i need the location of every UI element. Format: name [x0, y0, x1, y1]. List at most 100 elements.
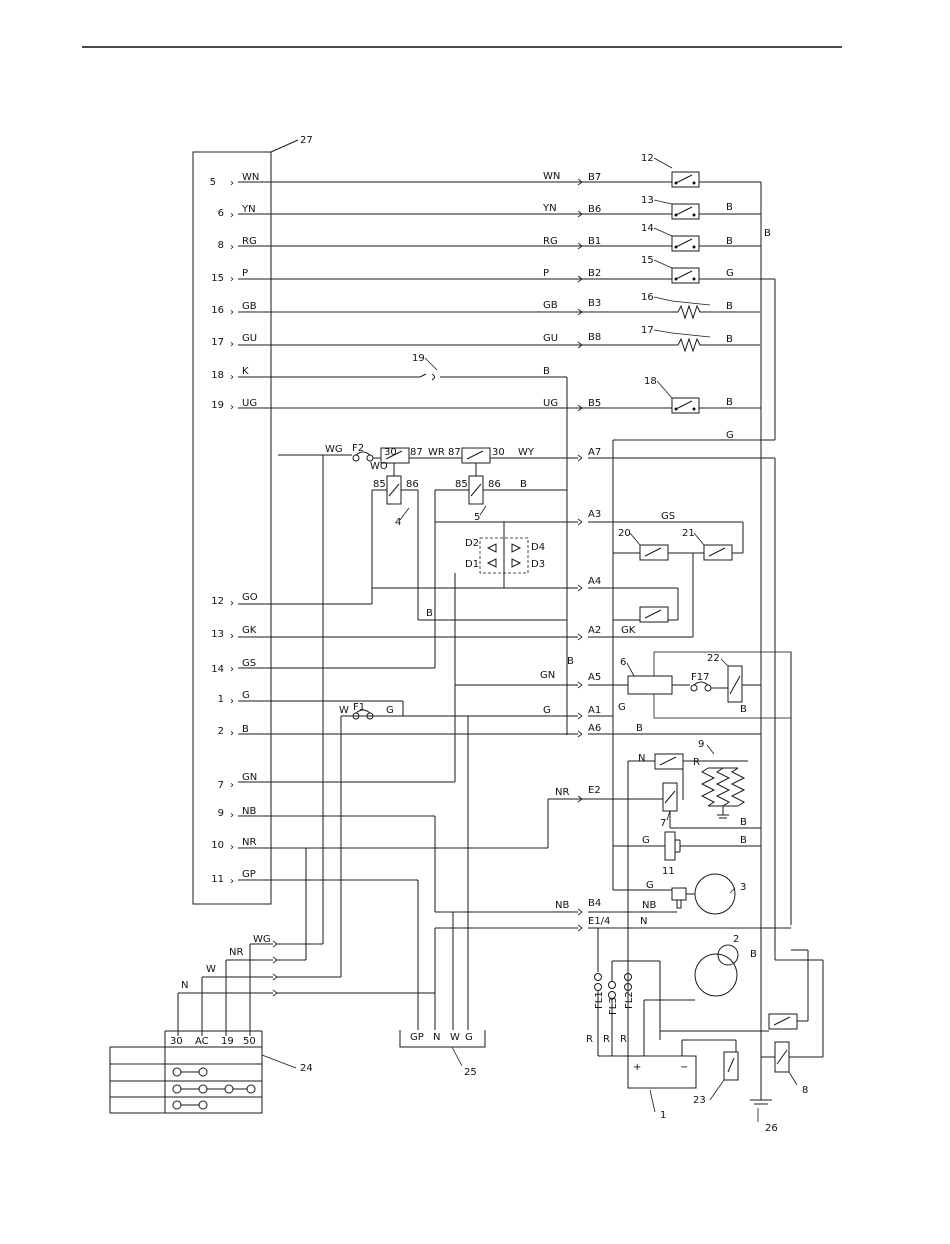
svg-text:11: 11 — [662, 866, 675, 877]
svg-text:19: 19 — [211, 400, 224, 411]
wire-label: N — [181, 980, 188, 991]
wire-label: YN — [542, 203, 557, 214]
connector-pin: B1 — [588, 236, 601, 247]
connector-pin: B8 — [588, 332, 601, 343]
svg-text:14: 14 — [641, 223, 654, 234]
svg-text:G: G — [242, 690, 250, 701]
wire-label: B — [426, 608, 433, 619]
svg-text:85: 85 — [373, 479, 386, 490]
svg-text:5: 5 — [210, 177, 216, 188]
ground-bus: B G — [612, 181, 776, 1100]
fuse-f17: F17 — [690, 672, 712, 692]
svg-text:26: 26 — [765, 1123, 778, 1134]
wire-label: RG — [543, 236, 558, 247]
pressure-switch-13: 13B — [641, 195, 733, 220]
wire-label: GU — [543, 333, 558, 344]
svg-text:›: › — [230, 876, 234, 887]
svg-text:GP: GP — [242, 869, 256, 880]
svg-text:12: 12 — [211, 596, 224, 607]
switch-23: 23 — [693, 1051, 739, 1106]
pressure-switch-12: 12 — [641, 153, 700, 188]
svg-text:30: 30 — [492, 447, 505, 458]
svg-text:D1: D1 — [465, 559, 479, 570]
wire-label: UG — [543, 398, 558, 409]
ignition-header: 19 — [221, 1036, 234, 1047]
svg-text:GU: GU — [242, 333, 257, 344]
svg-text:18: 18 — [211, 370, 224, 381]
wire-label: N — [638, 753, 645, 764]
battery-1: +−1 — [627, 1055, 697, 1121]
connector-pin: B6 — [588, 204, 601, 215]
connector-pin: A7 — [588, 447, 601, 458]
svg-text:B: B — [726, 397, 733, 408]
svg-text:86: 86 — [406, 479, 419, 490]
plug-pin: GP — [410, 1032, 424, 1043]
starter-motor-2: 2B — [694, 934, 757, 997]
svg-text:2: 2 — [733, 934, 739, 945]
wire-label: WG — [253, 934, 271, 945]
module-6-22: 6 F17 22 B — [620, 651, 792, 925]
wire-label: NR — [229, 947, 243, 958]
svg-text:WN: WN — [242, 172, 259, 183]
svg-text:›: › — [230, 810, 234, 821]
svg-text:20: 20 — [618, 528, 631, 539]
svg-text:F1: F1 — [353, 702, 365, 713]
svg-text:F2: F2 — [352, 443, 364, 454]
wire-label: G — [618, 702, 626, 713]
temp-sensor-16: 16B — [641, 292, 760, 320]
plug-25: GP N W G 25 — [238, 716, 486, 1078]
wire-label: GS — [661, 511, 675, 522]
heater-section: N R 9 7 NR E2 B 11 G — [238, 739, 761, 1000]
connector-pin: B5 — [588, 398, 601, 409]
svg-text:+: + — [633, 1062, 641, 1073]
wire-label: GK — [621, 625, 636, 636]
connector-pin: B4 — [588, 898, 601, 909]
svg-text:GO: GO — [242, 592, 258, 603]
svg-text:5: 5 — [474, 512, 480, 523]
wire-label: G — [642, 835, 650, 846]
svg-text:B: B — [726, 334, 733, 345]
svg-text:FL1: FL1 — [594, 991, 605, 1009]
svg-text:87: 87 — [410, 447, 423, 458]
svg-text:6: 6 — [620, 657, 626, 668]
svg-text:4: 4 — [395, 517, 401, 528]
connector-pin: A2 — [588, 625, 601, 636]
svg-text:›: › — [230, 274, 234, 285]
svg-text:B: B — [726, 301, 733, 312]
svg-text:13: 13 — [641, 195, 654, 206]
svg-text:9: 9 — [218, 808, 224, 819]
wire-label: NB — [642, 900, 656, 911]
wire-label: B — [567, 656, 574, 667]
svg-text:FL2: FL2 — [624, 991, 635, 1009]
relay-22: 22 — [707, 653, 743, 703]
svg-text:30: 30 — [384, 447, 397, 458]
ignition-row-1 — [172, 1067, 208, 1077]
plug-pin: N — [433, 1032, 440, 1043]
relay-8-coil: 8 — [774, 1041, 808, 1096]
wire-label: R — [586, 1034, 593, 1045]
ignition-row-2 — [172, 1084, 256, 1094]
svg-text:›: › — [230, 178, 234, 189]
ground-26: 26 — [750, 1099, 778, 1134]
connector-pin: B7 — [588, 172, 601, 183]
wire-label: WY — [518, 447, 535, 458]
switch-pair: 20 21 — [613, 528, 743, 637]
connector-b-labels: WN B7 YN B6 RG B1 P B2 GB B3 GU B8 B UG … — [542, 171, 601, 412]
ignition-switch-table: 30 AC 19 50 24 — [109, 1030, 313, 1114]
ignition-header: AC — [195, 1036, 209, 1047]
svg-text:10: 10 — [211, 840, 224, 851]
relay-8-contact — [768, 1013, 798, 1030]
wire-label: P — [543, 268, 549, 279]
plug-pin: W — [450, 1032, 460, 1043]
